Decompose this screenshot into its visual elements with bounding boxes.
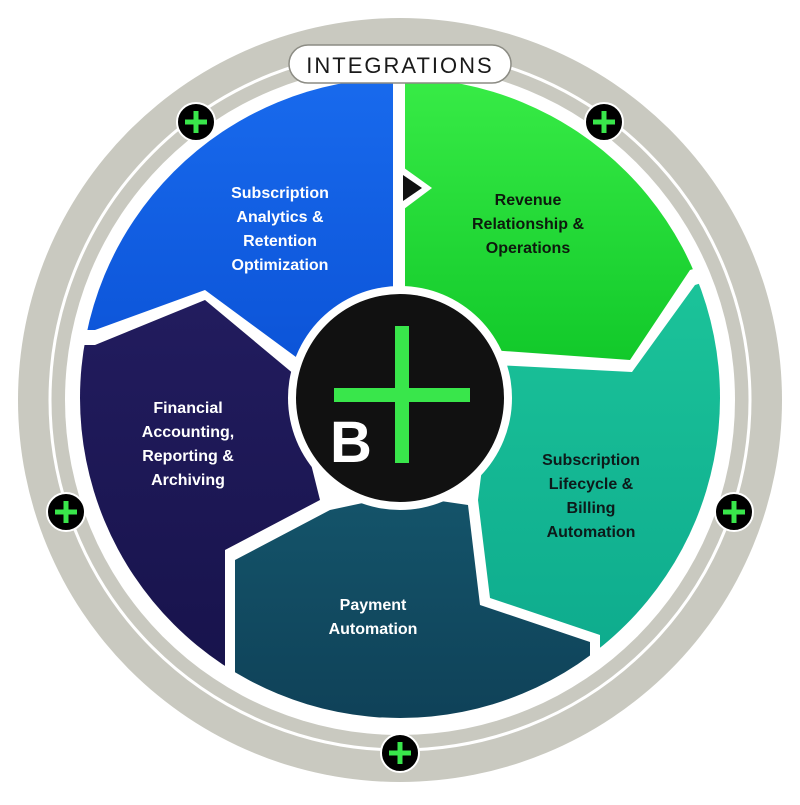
segment-label-line: Billing — [567, 500, 616, 517]
integration-plus-icon[interactable] — [714, 492, 754, 532]
segment-label-line: Optimization — [232, 257, 329, 274]
hub-logo-letter: B — [330, 410, 372, 475]
segment-label-line: Subscription — [231, 185, 329, 202]
integration-plus-icon[interactable] — [46, 492, 86, 532]
segment-label-line: Operations — [486, 240, 571, 257]
segment-label-line: Financial — [153, 400, 222, 417]
segment-label-line: Accounting, — [142, 424, 234, 441]
integration-plus-icon[interactable] — [380, 733, 420, 773]
segment-label-line: Analytics & — [236, 209, 324, 226]
segment-label-line: Payment — [340, 597, 407, 614]
integration-plus-icon[interactable] — [176, 102, 216, 142]
segment-label-line: Lifecycle & — [549, 476, 634, 493]
hub-plus-horizontal — [334, 388, 470, 402]
segment-label-line: Archiving — [151, 472, 225, 489]
integration-plus-icon[interactable] — [584, 102, 624, 142]
segment-label-line: Automation — [329, 621, 418, 638]
integrations-title-pill — [288, 44, 512, 84]
integrations-title: INTEGRATIONS — [306, 53, 493, 78]
segment-payment[interactable] — [235, 495, 590, 760]
segment-label-line: Reporting & — [142, 448, 234, 465]
segment-label-line: Revenue — [495, 192, 562, 209]
segment-label-line: Automation — [547, 524, 636, 541]
segment-label-line: Retention — [243, 233, 317, 250]
segment-label-line: Subscription — [542, 452, 640, 469]
segment-label-line: Relationship & — [472, 216, 584, 233]
integration-plus-icons — [46, 102, 754, 773]
flow-arrow-icon — [403, 175, 422, 201]
